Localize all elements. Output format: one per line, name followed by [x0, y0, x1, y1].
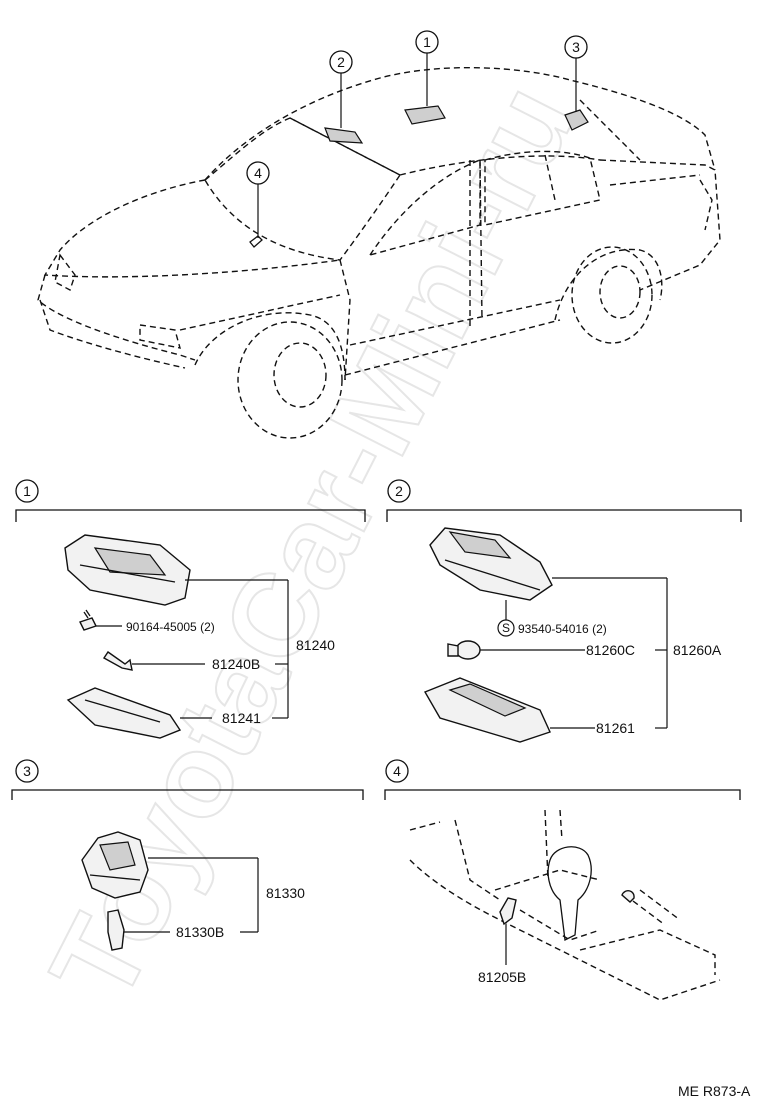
callout-2: 2: [329, 50, 353, 128]
s2-lens-label: 81261: [596, 720, 635, 736]
s1-lens-label: 81241: [222, 710, 261, 726]
callout-1: 1: [415, 30, 439, 106]
s2-bulb-icon: [447, 640, 481, 660]
s1-assembly-label: 81240: [296, 637, 335, 653]
s1-screw-label: 90164-45005 (2): [126, 620, 215, 634]
section-1: 1 90164-45005 (2) 81240B 81240 81241: [15, 479, 366, 739]
reference-code: ME R873-A: [678, 1083, 751, 1099]
section-3-number: 3: [23, 763, 31, 779]
svg-text:S: S: [502, 621, 510, 635]
s1-bulb-icon: [102, 651, 133, 671]
s3-assembly-label: 81330: [266, 885, 305, 901]
s2-bulb-label: 81260C: [586, 642, 635, 658]
car-overview: 1 2 3 4: [37, 30, 721, 439]
rear-lamp-shape: [564, 109, 589, 131]
section-2-number: 2: [395, 483, 403, 499]
s4-lamp-label: 81205B: [478, 969, 526, 985]
s1-lens: [66, 687, 182, 739]
s2-screw-symbol: S: [497, 619, 515, 637]
svg-text:3: 3: [572, 39, 580, 55]
svg-text:1: 1: [423, 34, 431, 50]
s2-assembly-label: 81260A: [673, 642, 722, 658]
s3-bulb-label: 81330B: [176, 924, 224, 940]
callout-4: 4: [246, 161, 270, 238]
section-3: 3 81330 81330B: [11, 759, 364, 951]
s1-screw-icon: [79, 609, 97, 631]
s1-bulb-label: 81240B: [212, 656, 260, 672]
section-1-number: 1: [23, 483, 31, 499]
s4-lamp-icon: [499, 897, 517, 926]
callout-3: 3: [564, 35, 588, 112]
section-4: 4 81205B: [384, 759, 741, 1001]
dome-lamp-shape: [404, 105, 446, 125]
section-4-number: 4: [393, 763, 401, 779]
section-2: 2 S 93540-54016 (2) 81260C 81260A 81261: [386, 479, 742, 743]
s2-screw-label: 93540-54016 (2): [518, 622, 607, 636]
svg-text:4: 4: [254, 165, 262, 181]
s3-bulb-icon: [107, 909, 125, 951]
svg-text:2: 2: [337, 54, 345, 70]
map-lamp-shape: [324, 127, 364, 144]
s2-lens: [423, 677, 551, 743]
